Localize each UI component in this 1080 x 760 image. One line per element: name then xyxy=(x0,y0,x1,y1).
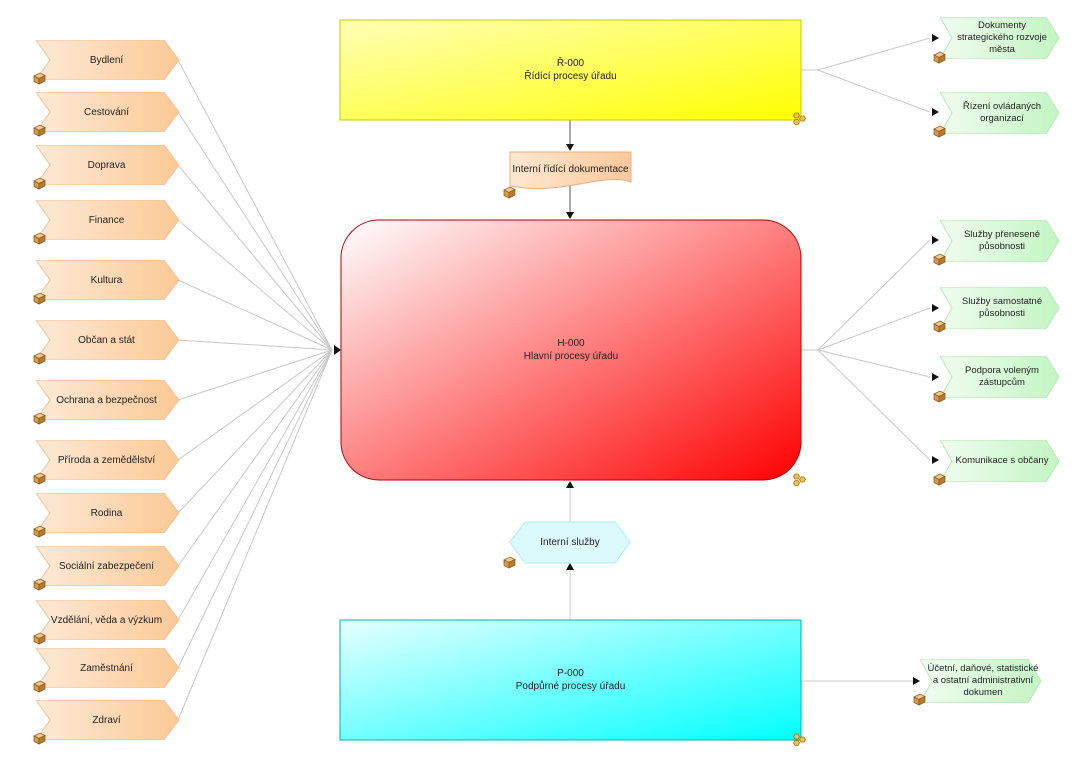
life-situation-chevron[interactable]: Zaměstnání xyxy=(36,648,181,688)
support-code: P-000 xyxy=(557,668,584,679)
package-icon xyxy=(933,320,946,333)
governance-code: Ř-000 xyxy=(556,58,585,69)
package-icon xyxy=(933,473,946,486)
package-icon xyxy=(33,177,46,190)
life-situation-chevron[interactable]: Doprava xyxy=(36,145,181,185)
package-icon xyxy=(33,525,46,538)
life-situation-chevron[interactable]: Občan a stát xyxy=(36,320,181,360)
governance-title: Řídící procesy úřadu xyxy=(524,71,617,82)
package-icon xyxy=(33,680,46,693)
support-title: Podpůrné procesy úřadu xyxy=(515,681,626,692)
package-icon xyxy=(933,125,946,138)
life-situation-label: Zaměstnání xyxy=(80,662,133,674)
life-situation-label: Zdraví xyxy=(92,714,121,726)
package-icon xyxy=(33,232,46,245)
package-icon xyxy=(33,578,46,591)
output-label: Dokumenty strategického rozvoje města xyxy=(957,20,1047,55)
main-box-shape xyxy=(340,219,802,481)
life-situation-chevron[interactable]: Finance xyxy=(36,200,181,240)
life-situation-label: Cestování xyxy=(83,106,130,118)
governance-process-box[interactable]: Ř-000 Řídící procesy úřadu xyxy=(340,20,801,120)
life-situation-chevron[interactable]: Cestování xyxy=(36,92,181,132)
package-icon xyxy=(33,412,46,425)
life-situation-chevron[interactable]: Příroda a zemědělství xyxy=(36,440,181,480)
main-title: Hlavní procesy úřadu xyxy=(523,351,619,362)
support-process-box[interactable]: P-000 Podpůrné procesy úřadu xyxy=(340,620,801,740)
output-label: Služby přenesené působnosti xyxy=(963,229,1041,252)
life-situation-chevron[interactable]: Zdraví xyxy=(36,700,181,740)
life-situation-chevron[interactable]: Bydlení xyxy=(36,40,181,80)
life-situation-label: Rodina xyxy=(90,507,123,519)
life-situation-label: Doprava xyxy=(87,159,126,171)
package-icon xyxy=(33,732,46,745)
internal-services-label: Interní služby xyxy=(540,537,600,548)
package-icon xyxy=(33,124,46,137)
output-label: Řízení ovládaných organizací xyxy=(962,101,1042,124)
internal-docs-label: Interní řídící dokumentace xyxy=(512,163,629,175)
life-situation-label: Vzdělání, věda a výzkum xyxy=(50,614,163,626)
life-situation-label: Občan a stát xyxy=(78,334,135,346)
output-label: Podpora voleným zástupcům xyxy=(965,365,1039,388)
package-icon xyxy=(33,632,46,645)
life-situation-label: Sociální zabezpečení xyxy=(58,560,155,572)
output-ucetni-danove-dokumenty[interactable]: Účetní, daňové, statistické a ostatní ad… xyxy=(920,659,1042,703)
output-label: Účetní, daňové, statistické a ostatní ad… xyxy=(927,663,1039,698)
package-icon xyxy=(933,253,946,266)
output-podpora-volenym-zastupcum[interactable]: Podpora voleným zástupcům xyxy=(940,356,1060,398)
process-group-icon xyxy=(792,473,808,487)
document-shape xyxy=(509,151,632,189)
life-situation-label: Bydlení xyxy=(89,54,124,66)
package-icon xyxy=(33,352,46,365)
package-icon xyxy=(933,390,946,403)
process-group-icon xyxy=(792,112,808,126)
package-icon xyxy=(33,472,46,485)
package-icon xyxy=(33,292,46,305)
package-icon xyxy=(503,556,516,569)
internal-docs-document[interactable]: Interní řídící dokumentace xyxy=(510,154,631,184)
life-situation-chevron[interactable]: Sociální zabezpečení xyxy=(36,546,181,586)
life-situation-label: Ochrana a bezpečnost xyxy=(56,394,157,406)
output-sluzby-samostatne-pusobnosti[interactable]: Služby samostatné působnosti xyxy=(940,287,1060,329)
package-icon xyxy=(933,51,946,64)
output-dokumenty-strategickeho-rozvoje[interactable]: Dokumenty strategického rozvoje města xyxy=(940,17,1060,59)
life-situation-chevron[interactable]: Kultura xyxy=(36,260,181,300)
output-komunikace-s-obcany[interactable]: Komunikace s občany xyxy=(940,440,1060,482)
main-process-box[interactable]: H-000 Hlavní procesy úřadu xyxy=(341,220,801,480)
life-situation-chevron[interactable]: Ochrana a bezpečnost xyxy=(36,380,181,420)
output-rizeni-ovladanych-organizaci[interactable]: Řízení ovládaných organizací xyxy=(940,92,1060,134)
life-situation-chevron[interactable]: Vzdělání, věda a výzkum xyxy=(36,600,181,640)
process-group-icon xyxy=(792,733,808,747)
output-sluzby-prenesene-pusobnosti[interactable]: Služby přenesené působnosti xyxy=(940,220,1060,262)
internal-services-node[interactable]: Interní služby xyxy=(510,522,630,563)
life-situation-chevron[interactable]: Rodina xyxy=(36,493,181,533)
life-situation-label: Kultura xyxy=(90,274,123,286)
output-label: Komunikace s občany xyxy=(955,455,1049,466)
package-icon xyxy=(503,186,516,199)
life-situation-label: Příroda a zemědělství xyxy=(57,454,156,466)
package-icon xyxy=(33,72,46,85)
output-label: Služby samostatné působnosti xyxy=(961,296,1043,319)
governance-box-shape xyxy=(339,19,802,121)
life-situation-label: Finance xyxy=(88,214,125,226)
package-icon xyxy=(913,693,926,706)
support-box-shape xyxy=(339,619,802,741)
main-code: H-000 xyxy=(557,338,585,349)
hexagon-shape xyxy=(509,521,631,564)
